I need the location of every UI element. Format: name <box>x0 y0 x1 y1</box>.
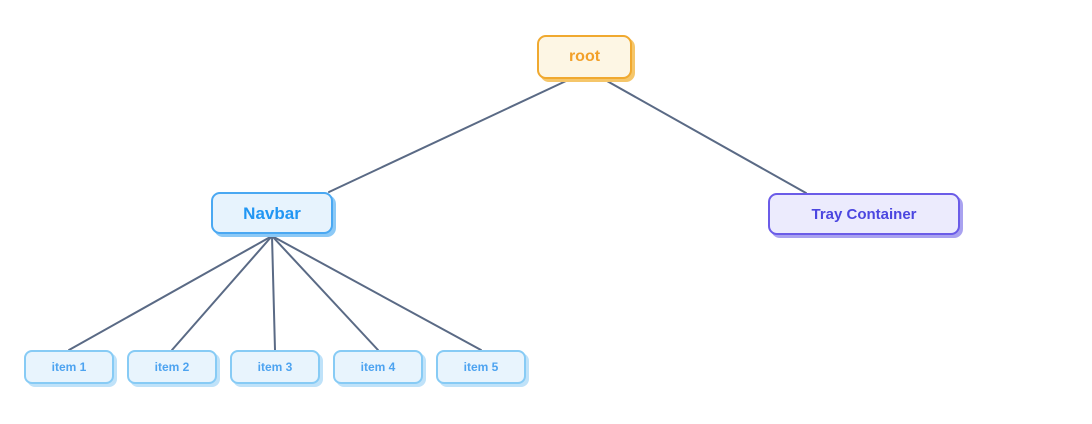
edge-navbar-to-item5 <box>271 235 482 351</box>
edge-navbar-to-item4 <box>271 235 379 351</box>
edge-navbar-to-item1 <box>68 235 273 351</box>
node-item5[interactable]: item 5 <box>436 350 526 384</box>
node-label-item2: item 2 <box>154 360 190 374</box>
node-label-tray: Tray Container <box>811 205 917 223</box>
node-label-item4: item 4 <box>360 360 396 374</box>
edge-navbar-to-item3 <box>271 235 276 351</box>
node-label-item1: item 1 <box>51 360 87 374</box>
node-item4[interactable]: item 4 <box>333 350 423 384</box>
edge-root-to-tray <box>606 80 807 194</box>
node-item1[interactable]: item 1 <box>24 350 114 384</box>
edge-root-to-navbar <box>328 80 567 193</box>
node-tray[interactable]: Tray Container <box>768 193 960 235</box>
node-label-item3: item 3 <box>257 360 293 374</box>
node-root[interactable]: root <box>537 35 632 79</box>
node-label-item5: item 5 <box>463 360 499 374</box>
node-label-navbar: Navbar <box>243 203 301 223</box>
node-navbar[interactable]: Navbar <box>211 192 333 234</box>
edge-navbar-to-item2 <box>171 235 273 351</box>
node-item2[interactable]: item 2 <box>127 350 217 384</box>
node-label-root: root <box>568 48 601 65</box>
node-item3[interactable]: item 3 <box>230 350 320 384</box>
